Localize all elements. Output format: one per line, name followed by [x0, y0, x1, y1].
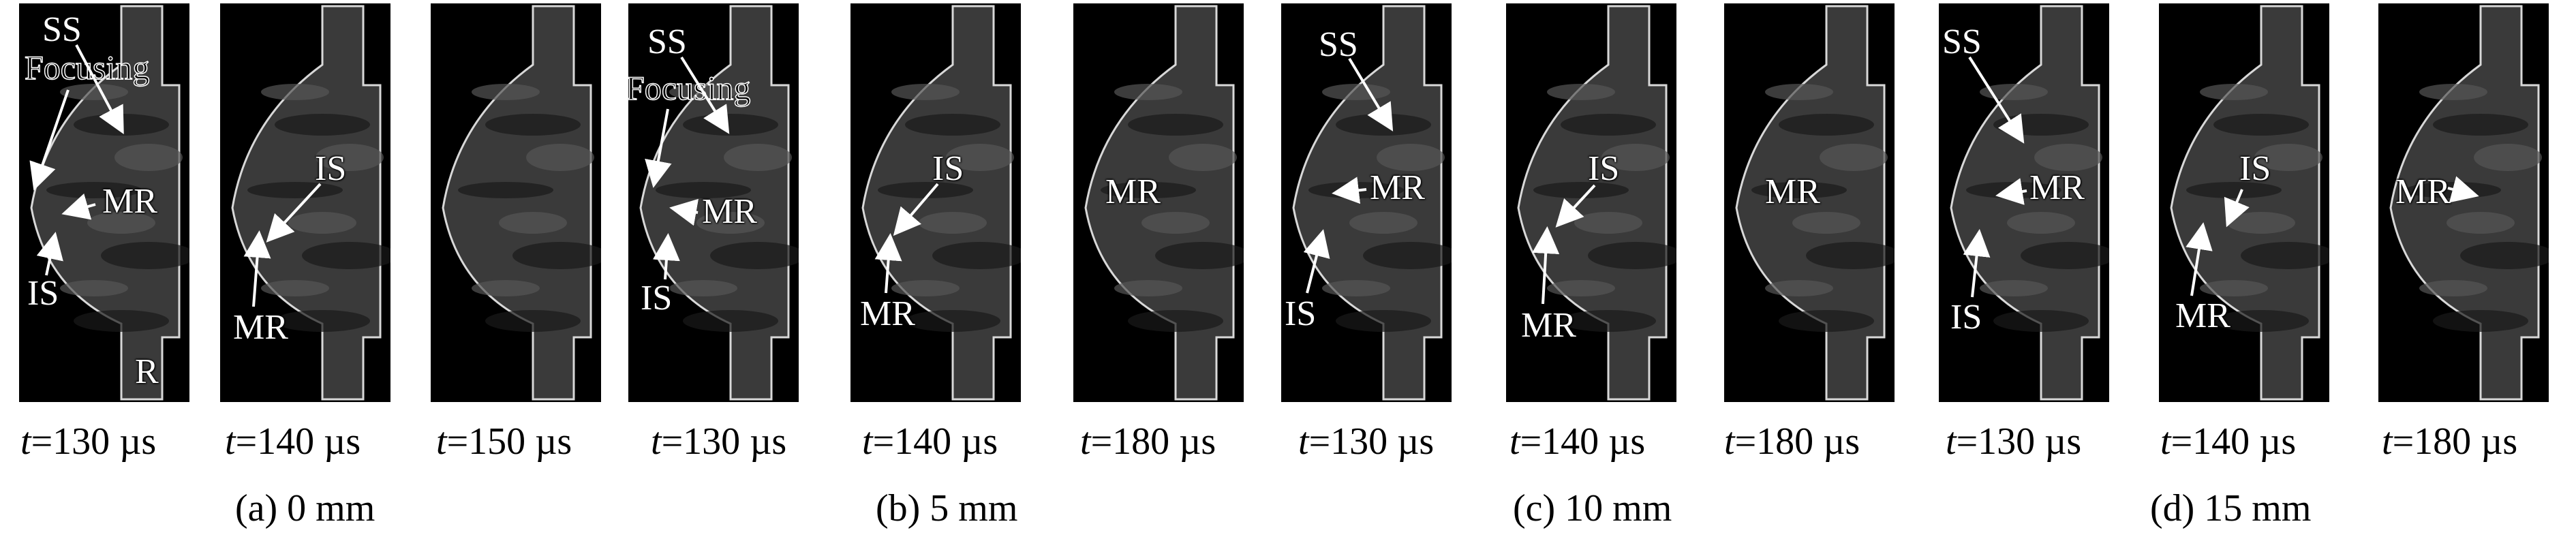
mr-label-1: MR	[102, 182, 157, 221]
mr-label-10: MR	[2029, 168, 2085, 207]
time-label-7: t=130 µs	[1298, 420, 1435, 463]
time-label-1: t=130 µs	[20, 420, 157, 463]
is-label-4: IS	[641, 279, 673, 318]
focusing-label-1: Focusing	[24, 48, 150, 87]
time-label-3: t=150 µs	[436, 420, 572, 463]
mr-label-4: MR	[702, 192, 757, 231]
image-panel-11	[2159, 3, 2329, 402]
image-panel-9	[1724, 3, 1895, 402]
image-panel-7	[1281, 3, 1452, 402]
focusing-label-4: Focusing	[625, 69, 751, 107]
mr-label-7: MR	[1370, 168, 1425, 207]
mr-label-2: MR	[233, 308, 288, 347]
time-label-6: t=180 µs	[1080, 420, 1216, 463]
is-label-11: IS	[2239, 149, 2271, 188]
caption-d: (d) 15 mm	[2150, 487, 2312, 529]
mr-label-12: MR	[2395, 172, 2451, 211]
time-label-11: t=140 µs	[2160, 420, 2297, 463]
mr-label-5: MR	[860, 294, 915, 333]
caption-b: (b) 5 mm	[876, 487, 1018, 529]
time-label-9: t=180 µs	[1724, 420, 1860, 463]
image-panel-5	[850, 3, 1021, 402]
image-panel-12	[2378, 3, 2549, 402]
mr-label-6: MR	[1105, 172, 1161, 211]
ss-label-7: SS	[1319, 25, 1358, 64]
caption-c: (c) 10 mm	[1513, 487, 1672, 529]
ss-label-1: SS	[42, 10, 82, 49]
mr-label-9: MR	[1765, 172, 1820, 211]
ss-label-4: SS	[647, 22, 687, 61]
caption-a: (a) 0 mm	[235, 487, 375, 529]
time-label-2: t=140 µs	[225, 420, 361, 463]
is-label-1: IS	[27, 274, 59, 313]
time-label-4: t=130 µs	[651, 420, 787, 463]
time-label-12: t=180 µs	[2382, 420, 2518, 463]
time-label-8: t=140 µs	[1509, 420, 1646, 463]
mr-label-8: MR	[1521, 306, 1576, 345]
ss-label-10: SS	[1942, 22, 1982, 61]
time-label-5: t=140 µs	[862, 420, 998, 463]
is-label-7: IS	[1285, 294, 1317, 333]
is-label-2: IS	[315, 149, 347, 188]
mr-label-11: MR	[2175, 296, 2230, 335]
is-label-8: IS	[1588, 149, 1620, 188]
r-label-1: R	[135, 352, 159, 391]
is-label-10: IS	[1950, 298, 1982, 337]
time-label-10: t=130 µs	[1946, 420, 2082, 463]
is-label-5: IS	[932, 149, 964, 188]
image-panel-3	[431, 3, 601, 402]
image-panel-6	[1073, 3, 1244, 402]
